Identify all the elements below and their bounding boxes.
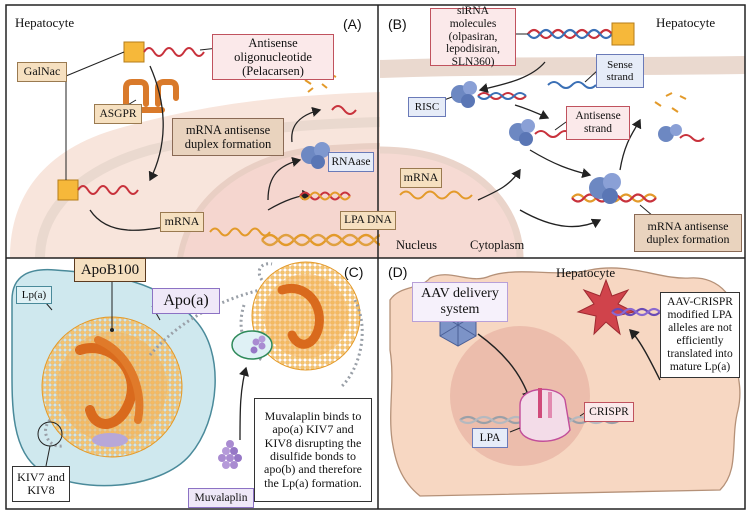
asgpr-receptor	[123, 79, 179, 113]
sense-strand-label: Sense strand	[596, 54, 644, 88]
apob100-chain-c1b	[94, 336, 144, 424]
hepatocyte-nucleus-d	[450, 326, 590, 466]
sirna-red	[527, 28, 613, 40]
crispr-cas9	[519, 388, 571, 442]
muvalaplin-description: Muvalaplin binds to apo(a) KIV7 and KIV8…	[254, 398, 372, 502]
nucleus-label: Nucleus	[396, 238, 437, 252]
lpa-gene-line	[509, 427, 521, 433]
risc-duplex-blue	[477, 92, 527, 100]
lpa-dna-label: LPA DNA	[340, 211, 396, 230]
risc-active	[509, 119, 535, 146]
arrow-muvalaplin	[238, 366, 249, 441]
risc-label: RISC	[408, 97, 446, 117]
duplex-red	[299, 191, 351, 201]
arrow-duplex	[267, 156, 302, 201]
mrna-duplex-label-a: mRNA antisense duplex formation	[172, 118, 284, 156]
galnac-label: GalNac	[17, 62, 67, 82]
muvalaplin-site-c1	[92, 433, 128, 447]
muvalaplin-label: Muvalaplin	[188, 488, 254, 508]
panel-a-hepatocyte-label: Hepatocyte	[15, 15, 75, 30]
arrow-mrna-to-risc	[519, 209, 602, 229]
antisense-on-risc	[534, 130, 572, 138]
arrow-risc-activate	[514, 104, 550, 120]
panel-a-letter: (A)	[343, 16, 362, 32]
antisense-strand-label: Antisense strand	[566, 106, 630, 140]
apoa-chain-c2	[239, 262, 364, 390]
aav-label: AAV delivery system	[412, 282, 508, 322]
apob100-chain-c2	[277, 283, 324, 349]
mrna-strand-b	[399, 190, 473, 200]
aso-released-a	[331, 105, 357, 115]
mrna-label-a: mRNA	[160, 212, 204, 232]
arrow-cleave	[619, 118, 642, 171]
arrow-internalize	[148, 65, 164, 182]
crispr-description: AAV-CRISPR modified LPA alleles are not …	[660, 292, 740, 378]
risc-cleaving	[589, 173, 621, 204]
panel-c-letter: (C)	[344, 264, 364, 280]
aso-strand-bottom	[77, 185, 139, 195]
rnaase-label: RNAase	[328, 152, 374, 172]
mrna-strand-a	[209, 227, 271, 237]
crispr-guide	[538, 388, 542, 418]
panel-d-hepatocyte-label: Hepatocyte	[556, 265, 616, 280]
panel-a-membrane	[35, 117, 381, 259]
crispr-label: CRISPR	[584, 402, 634, 422]
panel-c	[11, 261, 364, 487]
sirna-galnac	[611, 22, 635, 46]
sense-strand-line	[547, 81, 597, 89]
galnac-square-top	[123, 41, 145, 63]
sirna-blue	[527, 28, 613, 40]
galnac-square-bottom	[57, 179, 79, 201]
panel-b-hepatocyte-label: Hepatocyte	[656, 15, 716, 30]
panel-b-nuclear-envelope	[379, 146, 524, 259]
panel-a	[10, 41, 455, 259]
aso-label: Antisense oligonucleotide (Pelacarsen)	[212, 34, 334, 80]
figure-border	[5, 4, 746, 510]
arrow-duplex-right	[267, 189, 312, 211]
panel-b-letter: (B)	[388, 16, 407, 32]
risc-recycled	[658, 124, 682, 142]
asgpr-label: ASGPR	[94, 104, 142, 124]
apob100-label: ApoB100	[74, 258, 146, 282]
mrna-duplex-label-b: mRNA antisense duplex formation	[634, 214, 742, 252]
sirna-label: siRNA molecules (olpasiran, lepodisiran,…	[430, 5, 516, 68]
arrow-rnaase	[291, 106, 322, 143]
lpa-gene-label: LPA	[472, 428, 508, 448]
arrow-sirna-to-risc	[478, 61, 546, 94]
rnaase-enzyme	[301, 142, 330, 169]
arrow-to-target	[529, 149, 592, 179]
arrow-mrna-exit	[477, 168, 521, 201]
apob-dot	[110, 328, 114, 332]
modified-allele-star	[576, 278, 636, 336]
muvalaplin-molecule	[218, 440, 242, 469]
aso-strand-top	[143, 47, 205, 57]
risc-complex	[451, 81, 477, 108]
duplex-orange	[299, 191, 351, 201]
panel-a-nucleus	[180, 146, 380, 258]
mrna-label-b: mRNA	[400, 168, 442, 188]
antisense-line	[554, 121, 567, 131]
apoa-label: Apo(a)	[152, 288, 220, 314]
kiv-label: KIV7 and KIV8	[12, 466, 70, 502]
cytoplasm-label: Cytoplasm	[470, 238, 525, 252]
muvalaplin-bound	[250, 335, 266, 354]
galnac-line-top	[65, 51, 125, 77]
mrna-fragments-b	[654, 92, 687, 113]
apob100-chain-c1	[75, 343, 137, 429]
arrow-crispr-result	[629, 329, 661, 381]
binding-site-circle	[231, 330, 273, 360]
lpa-label: Lp(a)	[16, 286, 52, 304]
lipoprotein-inner-c2	[264, 274, 348, 358]
kiv-line	[45, 445, 51, 467]
sense-line	[584, 69, 599, 83]
crispr-guide-2	[548, 392, 552, 418]
panel-d-letter: (D)	[388, 264, 408, 280]
arrow-aav	[477, 333, 533, 402]
antisense-recycled	[679, 134, 705, 142]
